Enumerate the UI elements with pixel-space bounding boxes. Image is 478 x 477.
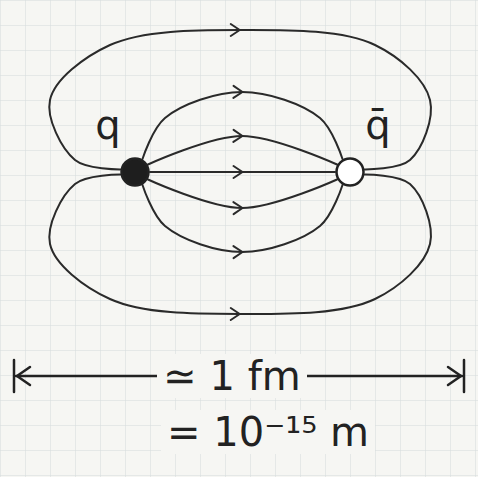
field-arrow (233, 202, 242, 214)
field-arrow (231, 308, 240, 320)
field-line (49, 175, 431, 314)
charge-circle (337, 159, 364, 186)
charge-label: q̄ (365, 103, 390, 147)
field-arrow (234, 166, 243, 178)
field-line (148, 136, 337, 165)
charge-shape (120, 157, 150, 187)
dimension-label: ≃ 1 fm (157, 354, 306, 398)
charge-label: q (95, 103, 120, 147)
field-line (143, 92, 343, 159)
quark-node: q (120, 157, 150, 187)
arrow-head (448, 367, 461, 385)
field-line-group (143, 185, 343, 258)
field-arrow (231, 24, 240, 36)
dimension-label: = 10⁻¹⁵ m (161, 410, 375, 454)
arrow-head (17, 367, 30, 385)
field-line-group (49, 175, 431, 320)
field-line-group (148, 180, 337, 215)
field-arrow (233, 246, 242, 258)
field-line (49, 30, 431, 169)
antiquark-node: q̄ (335, 157, 365, 187)
field-line (143, 185, 343, 252)
field-arrow (233, 86, 242, 98)
field-line-group (148, 130, 337, 165)
field-line-group (49, 24, 431, 169)
charge-shape (335, 157, 365, 187)
field-arrow (233, 130, 242, 142)
field-line (148, 180, 337, 209)
field-line-group (150, 166, 335, 178)
field-line-group (143, 86, 343, 159)
charge-circle (122, 159, 149, 186)
